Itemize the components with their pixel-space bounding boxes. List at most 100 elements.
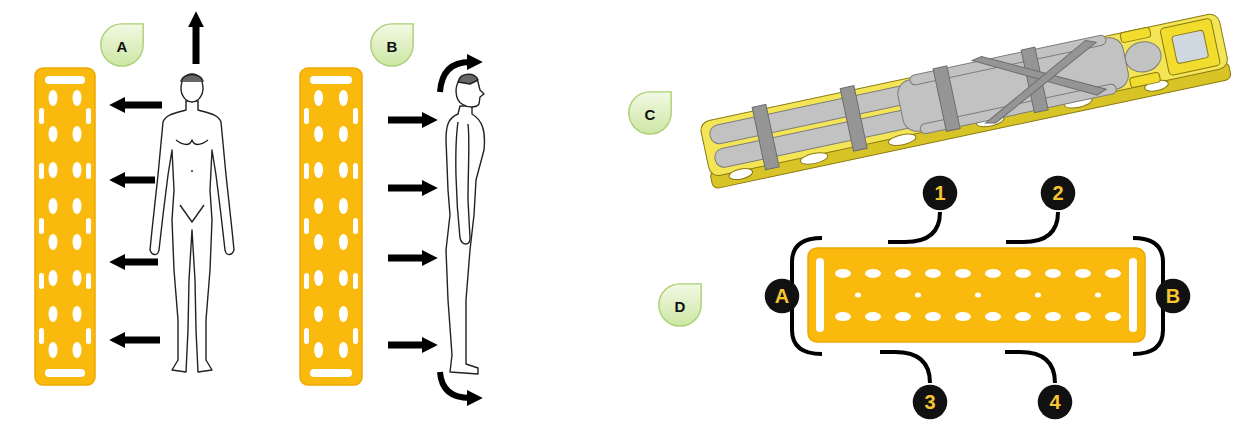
board-hole bbox=[73, 270, 82, 286]
board-hole bbox=[339, 270, 348, 286]
board-hole bbox=[975, 293, 981, 298]
badge-shape bbox=[659, 284, 701, 326]
board-hole bbox=[39, 218, 44, 234]
board-hole bbox=[955, 312, 971, 321]
board-hole bbox=[816, 258, 1137, 332]
badge-shape bbox=[101, 24, 143, 66]
board-hole bbox=[49, 306, 58, 322]
board-hole bbox=[895, 312, 911, 321]
panel-letter: C bbox=[645, 107, 656, 122]
force-arrow bbox=[122, 177, 155, 184]
board-hole bbox=[865, 269, 881, 278]
immobilized-patient bbox=[728, 167, 754, 182]
board-hole bbox=[353, 108, 358, 124]
leader-line bbox=[1006, 212, 1058, 242]
panel-badge: A bbox=[99, 22, 145, 68]
board-hole bbox=[304, 218, 309, 234]
board-hole bbox=[39, 76, 91, 377]
spine-board bbox=[35, 68, 95, 385]
callout-label: A bbox=[775, 286, 789, 306]
human-front bbox=[176, 140, 208, 145]
callout-label: 4 bbox=[1049, 392, 1060, 412]
leader-line bbox=[1005, 352, 1055, 383]
callout-number: A bbox=[764, 278, 800, 314]
board-hole bbox=[86, 273, 91, 289]
board-hole bbox=[855, 293, 861, 298]
human-profile bbox=[458, 74, 478, 84]
board-hole bbox=[1015, 269, 1031, 278]
human-front bbox=[180, 205, 204, 222]
callout-circle bbox=[765, 279, 800, 314]
force-arrow bbox=[388, 185, 425, 192]
immobilized-patient bbox=[707, 24, 1167, 178]
human-profile bbox=[446, 106, 485, 374]
callout-label: 2 bbox=[1052, 183, 1063, 203]
board-hole bbox=[314, 342, 323, 358]
board-hole bbox=[86, 328, 91, 344]
board-hole bbox=[39, 163, 44, 179]
board-hole bbox=[304, 76, 358, 377]
immobilized-patient bbox=[699, 12, 1229, 177]
board-hole bbox=[86, 108, 91, 124]
board-hole bbox=[1035, 293, 1041, 298]
callout-number: B bbox=[1155, 278, 1191, 314]
human-profile bbox=[456, 122, 470, 244]
board-hole bbox=[339, 90, 348, 106]
panel-letter: B bbox=[387, 39, 398, 54]
board-hole bbox=[304, 328, 309, 344]
head-block bbox=[1172, 30, 1209, 64]
board-hole bbox=[314, 270, 323, 286]
board-hole bbox=[73, 198, 82, 214]
board-hole bbox=[73, 162, 82, 178]
board-hole bbox=[86, 163, 91, 179]
board-hole bbox=[73, 306, 82, 322]
rotation-arrow bbox=[440, 372, 470, 398]
callout-circle bbox=[913, 385, 948, 420]
board-hole bbox=[985, 312, 1001, 321]
callout-label: B bbox=[1166, 286, 1180, 306]
panel-badge: B bbox=[369, 22, 415, 68]
leader-line bbox=[880, 212, 1058, 383]
board-hole bbox=[49, 270, 58, 286]
immobilized-patient bbox=[973, 38, 1108, 125]
board-hole bbox=[1105, 269, 1121, 278]
force-arrow bbox=[388, 117, 425, 124]
immobilized-patient bbox=[1160, 18, 1221, 76]
force-arrow bbox=[122, 102, 162, 109]
immobilized-patient bbox=[698, 7, 1232, 190]
immobilized-patient bbox=[799, 151, 828, 167]
spine-board bbox=[808, 248, 1145, 342]
board-hole bbox=[353, 218, 358, 234]
badge-shape bbox=[371, 24, 413, 66]
board-hole bbox=[314, 126, 323, 142]
callout-circle bbox=[1038, 385, 1073, 420]
immobilized-patient bbox=[752, 33, 1108, 172]
spine-board bbox=[35, 68, 95, 385]
board-hole bbox=[925, 269, 941, 278]
leader-line bbox=[880, 352, 930, 383]
human-front bbox=[181, 74, 203, 102]
board-hole bbox=[353, 328, 358, 344]
badge-shape bbox=[629, 92, 671, 134]
board-hole bbox=[314, 90, 323, 106]
panel-letter: A bbox=[117, 39, 128, 54]
board-hole bbox=[865, 312, 881, 321]
callout-number: 4 bbox=[1037, 384, 1073, 420]
spine-board bbox=[808, 248, 1145, 342]
board-hole bbox=[304, 163, 309, 179]
board-hole bbox=[1095, 293, 1101, 298]
board-hole bbox=[314, 198, 323, 214]
board-hole bbox=[39, 328, 44, 344]
callout-circle bbox=[1156, 279, 1191, 314]
immobilized-patient bbox=[1122, 38, 1163, 75]
board-hole bbox=[339, 306, 348, 322]
force-arrow bbox=[122, 337, 160, 344]
board-hole bbox=[49, 126, 58, 142]
board-hole bbox=[73, 126, 82, 142]
board-hole bbox=[925, 312, 941, 321]
callout-number: 1 bbox=[922, 175, 958, 211]
board-hole bbox=[314, 234, 323, 250]
callout-circle bbox=[923, 176, 958, 211]
force-arrow bbox=[388, 120, 425, 345]
